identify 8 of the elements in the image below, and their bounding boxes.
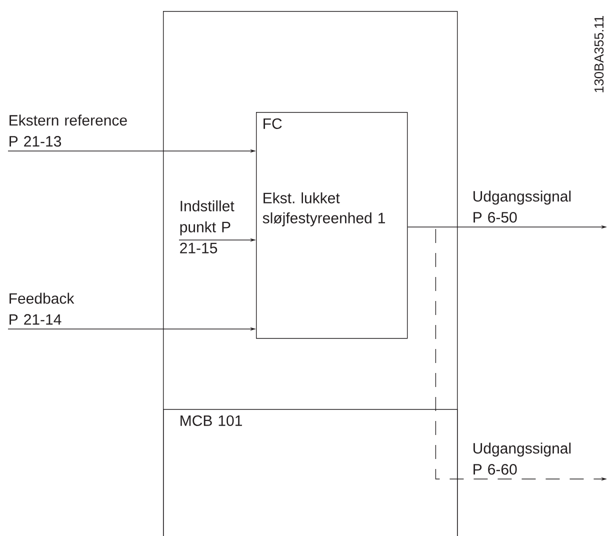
signal-label: Udgangssignal P 6-50 — [474, 190, 571, 223]
signal-label: Indstillet punkt P 21-15 — [180, 200, 234, 254]
drawing-number: 130BA355.11 — [594, 16, 604, 92]
controller-box: FC Ekst. lukket sløjfestyreenhed 1 — [256, 112, 408, 339]
section-box: MCB 101 — [163, 409, 458, 536]
signal-label: Feedback P 21-14 — [10, 292, 74, 325]
signal-label: Udgangssignal P 6-60 — [474, 442, 571, 475]
signal-label: Ekstern reference P 21-13 — [10, 114, 127, 147]
